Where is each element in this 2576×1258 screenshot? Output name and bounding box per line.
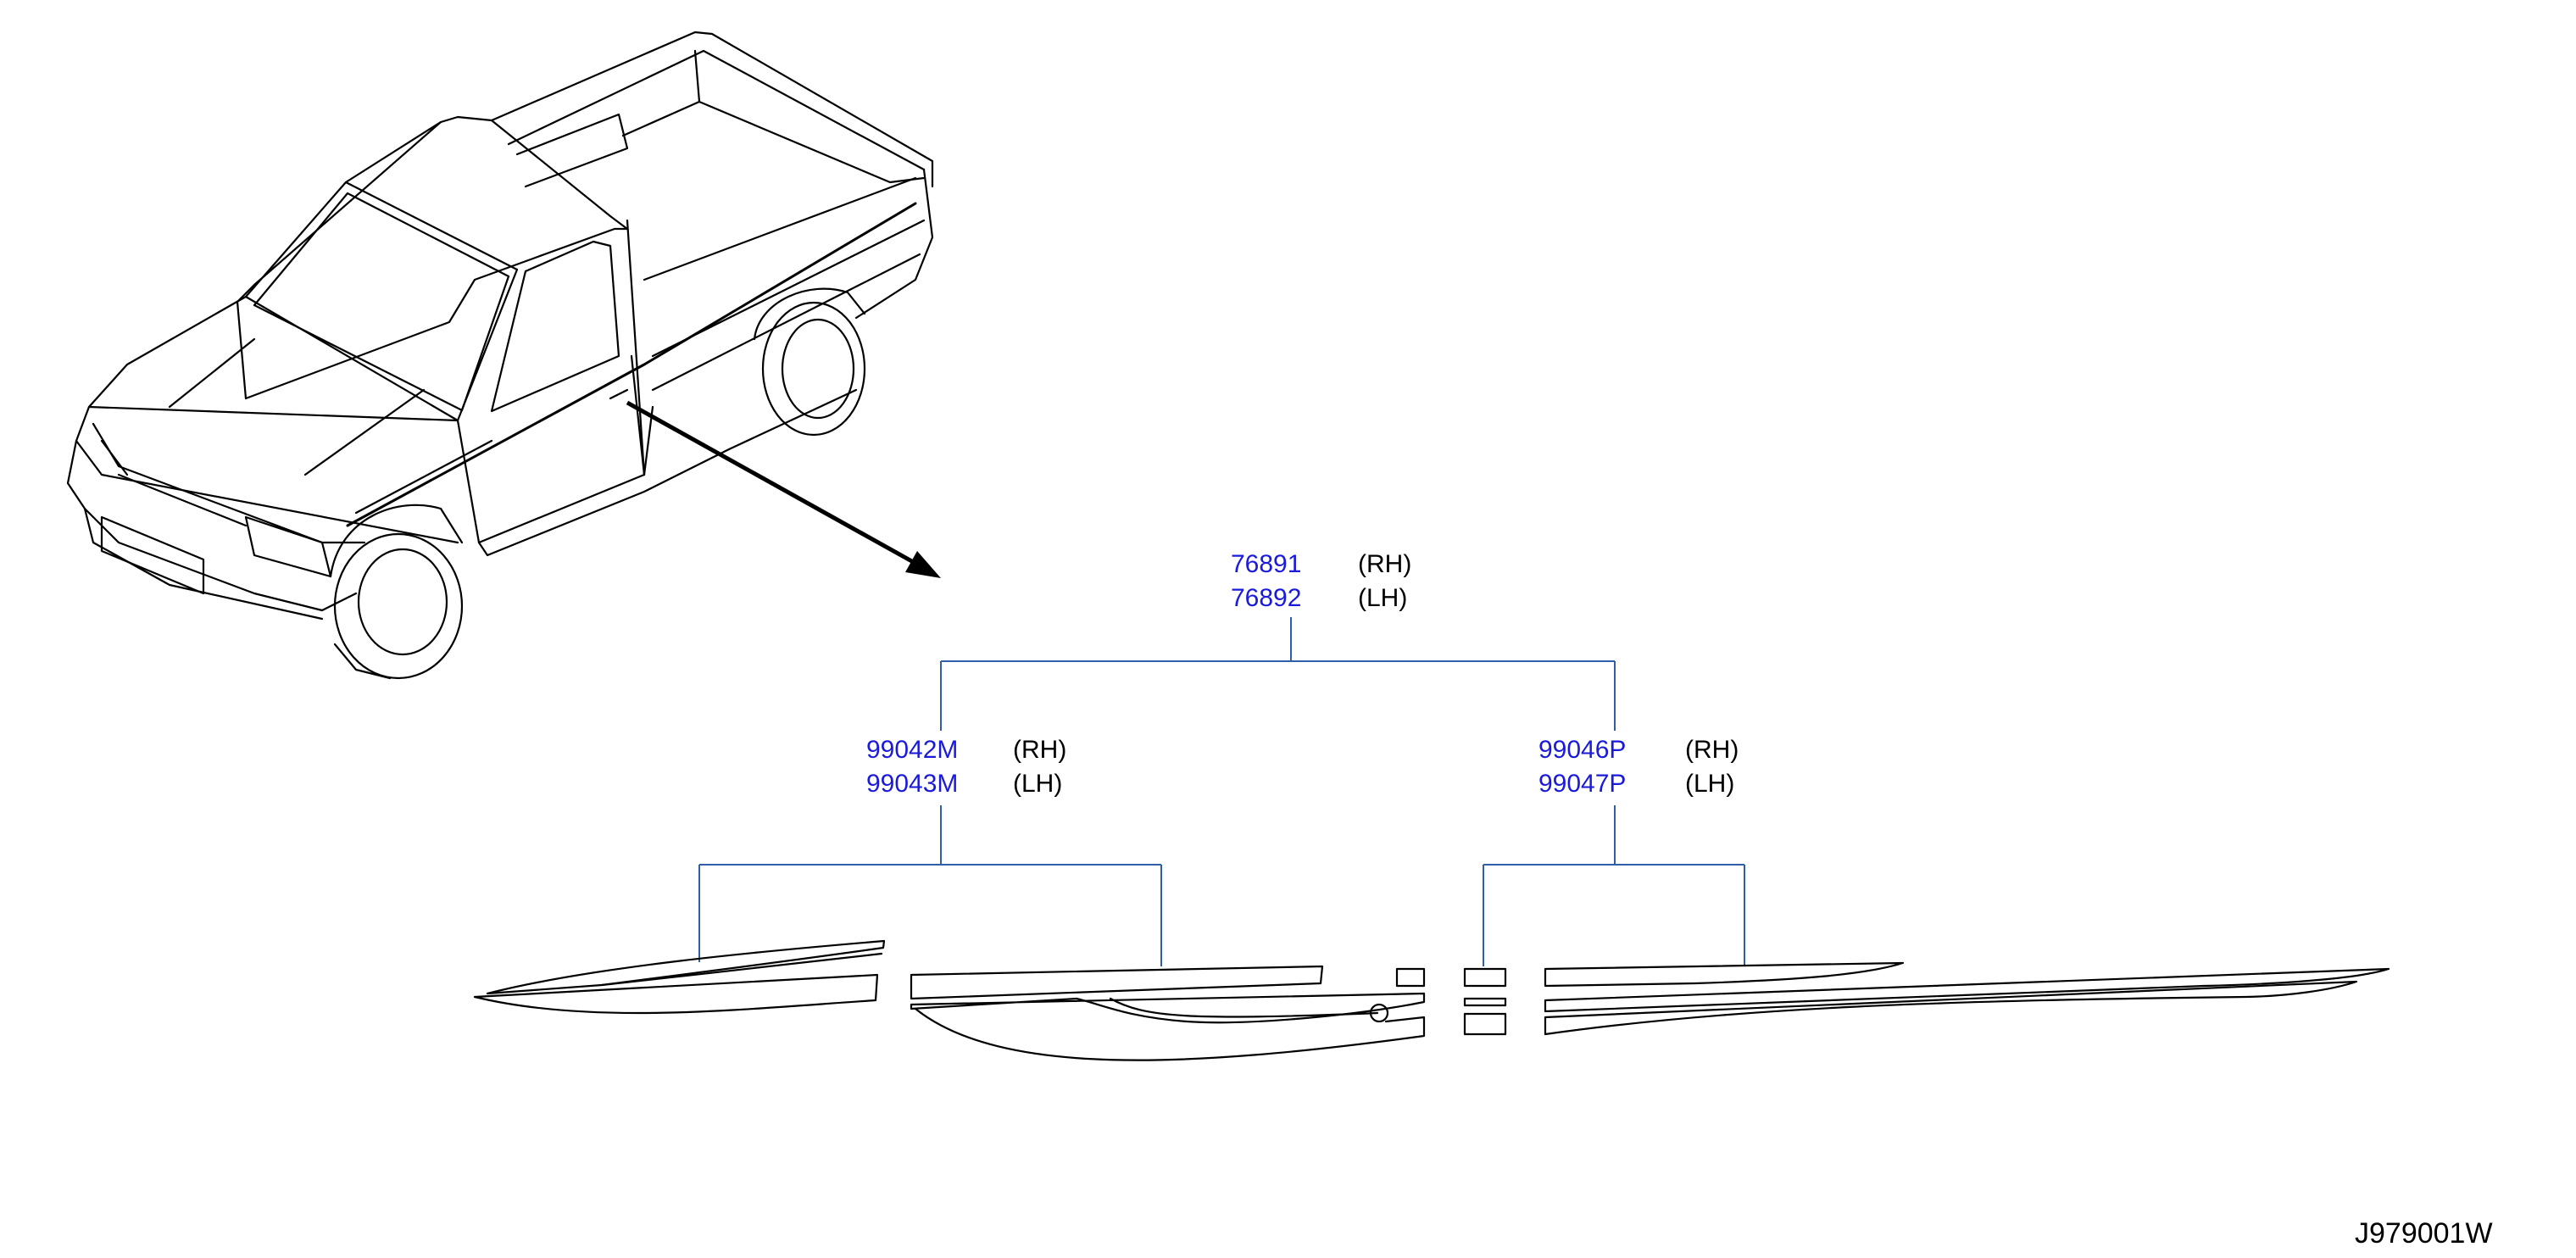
rear-stripe-upper xyxy=(1544,961,1905,988)
small-tab-1 xyxy=(1395,967,1426,988)
part-number-front-lh[interactable]: 99043M xyxy=(866,770,958,798)
front-stripe-lower xyxy=(473,973,879,1015)
leader-lines xyxy=(698,617,1745,966)
door-stripe-upper xyxy=(910,965,1324,1000)
side-label-rear-lh: (LH) xyxy=(1685,770,1734,798)
part-number-main-rh[interactable]: 76891 xyxy=(1231,550,1301,578)
small-tab-3 xyxy=(1463,997,1507,1007)
side-label-main-lh: (LH) xyxy=(1358,584,1407,612)
side-label-front-lh: (LH) xyxy=(1013,770,1062,798)
pickup-truck-illustration xyxy=(66,31,934,680)
side-label-main-rh: (RH) xyxy=(1358,550,1411,578)
part-number-rear-lh[interactable]: 99047P xyxy=(1538,770,1626,798)
side-label-front-rh: (RH) xyxy=(1013,736,1066,764)
part-number-rear-rh[interactable]: 99046P xyxy=(1538,736,1626,764)
small-tab-2 xyxy=(1463,967,1507,988)
stripe-pieces xyxy=(473,939,2390,1061)
front-stripe-upper xyxy=(486,939,886,995)
diagram-code: J979001W xyxy=(2355,1217,2493,1250)
rear-stripe-lower xyxy=(1544,980,2358,1036)
rear-stripe-middle xyxy=(1544,967,2390,1013)
part-number-main-lh[interactable]: 76892 xyxy=(1231,584,1301,612)
door-stripe-lower xyxy=(910,992,1426,1024)
detail-arrow xyxy=(626,400,941,578)
part-number-front-rh[interactable]: 99042M xyxy=(866,736,958,764)
side-label-rear-rh: (RH) xyxy=(1685,736,1739,764)
small-tab-4 xyxy=(1463,1012,1507,1036)
